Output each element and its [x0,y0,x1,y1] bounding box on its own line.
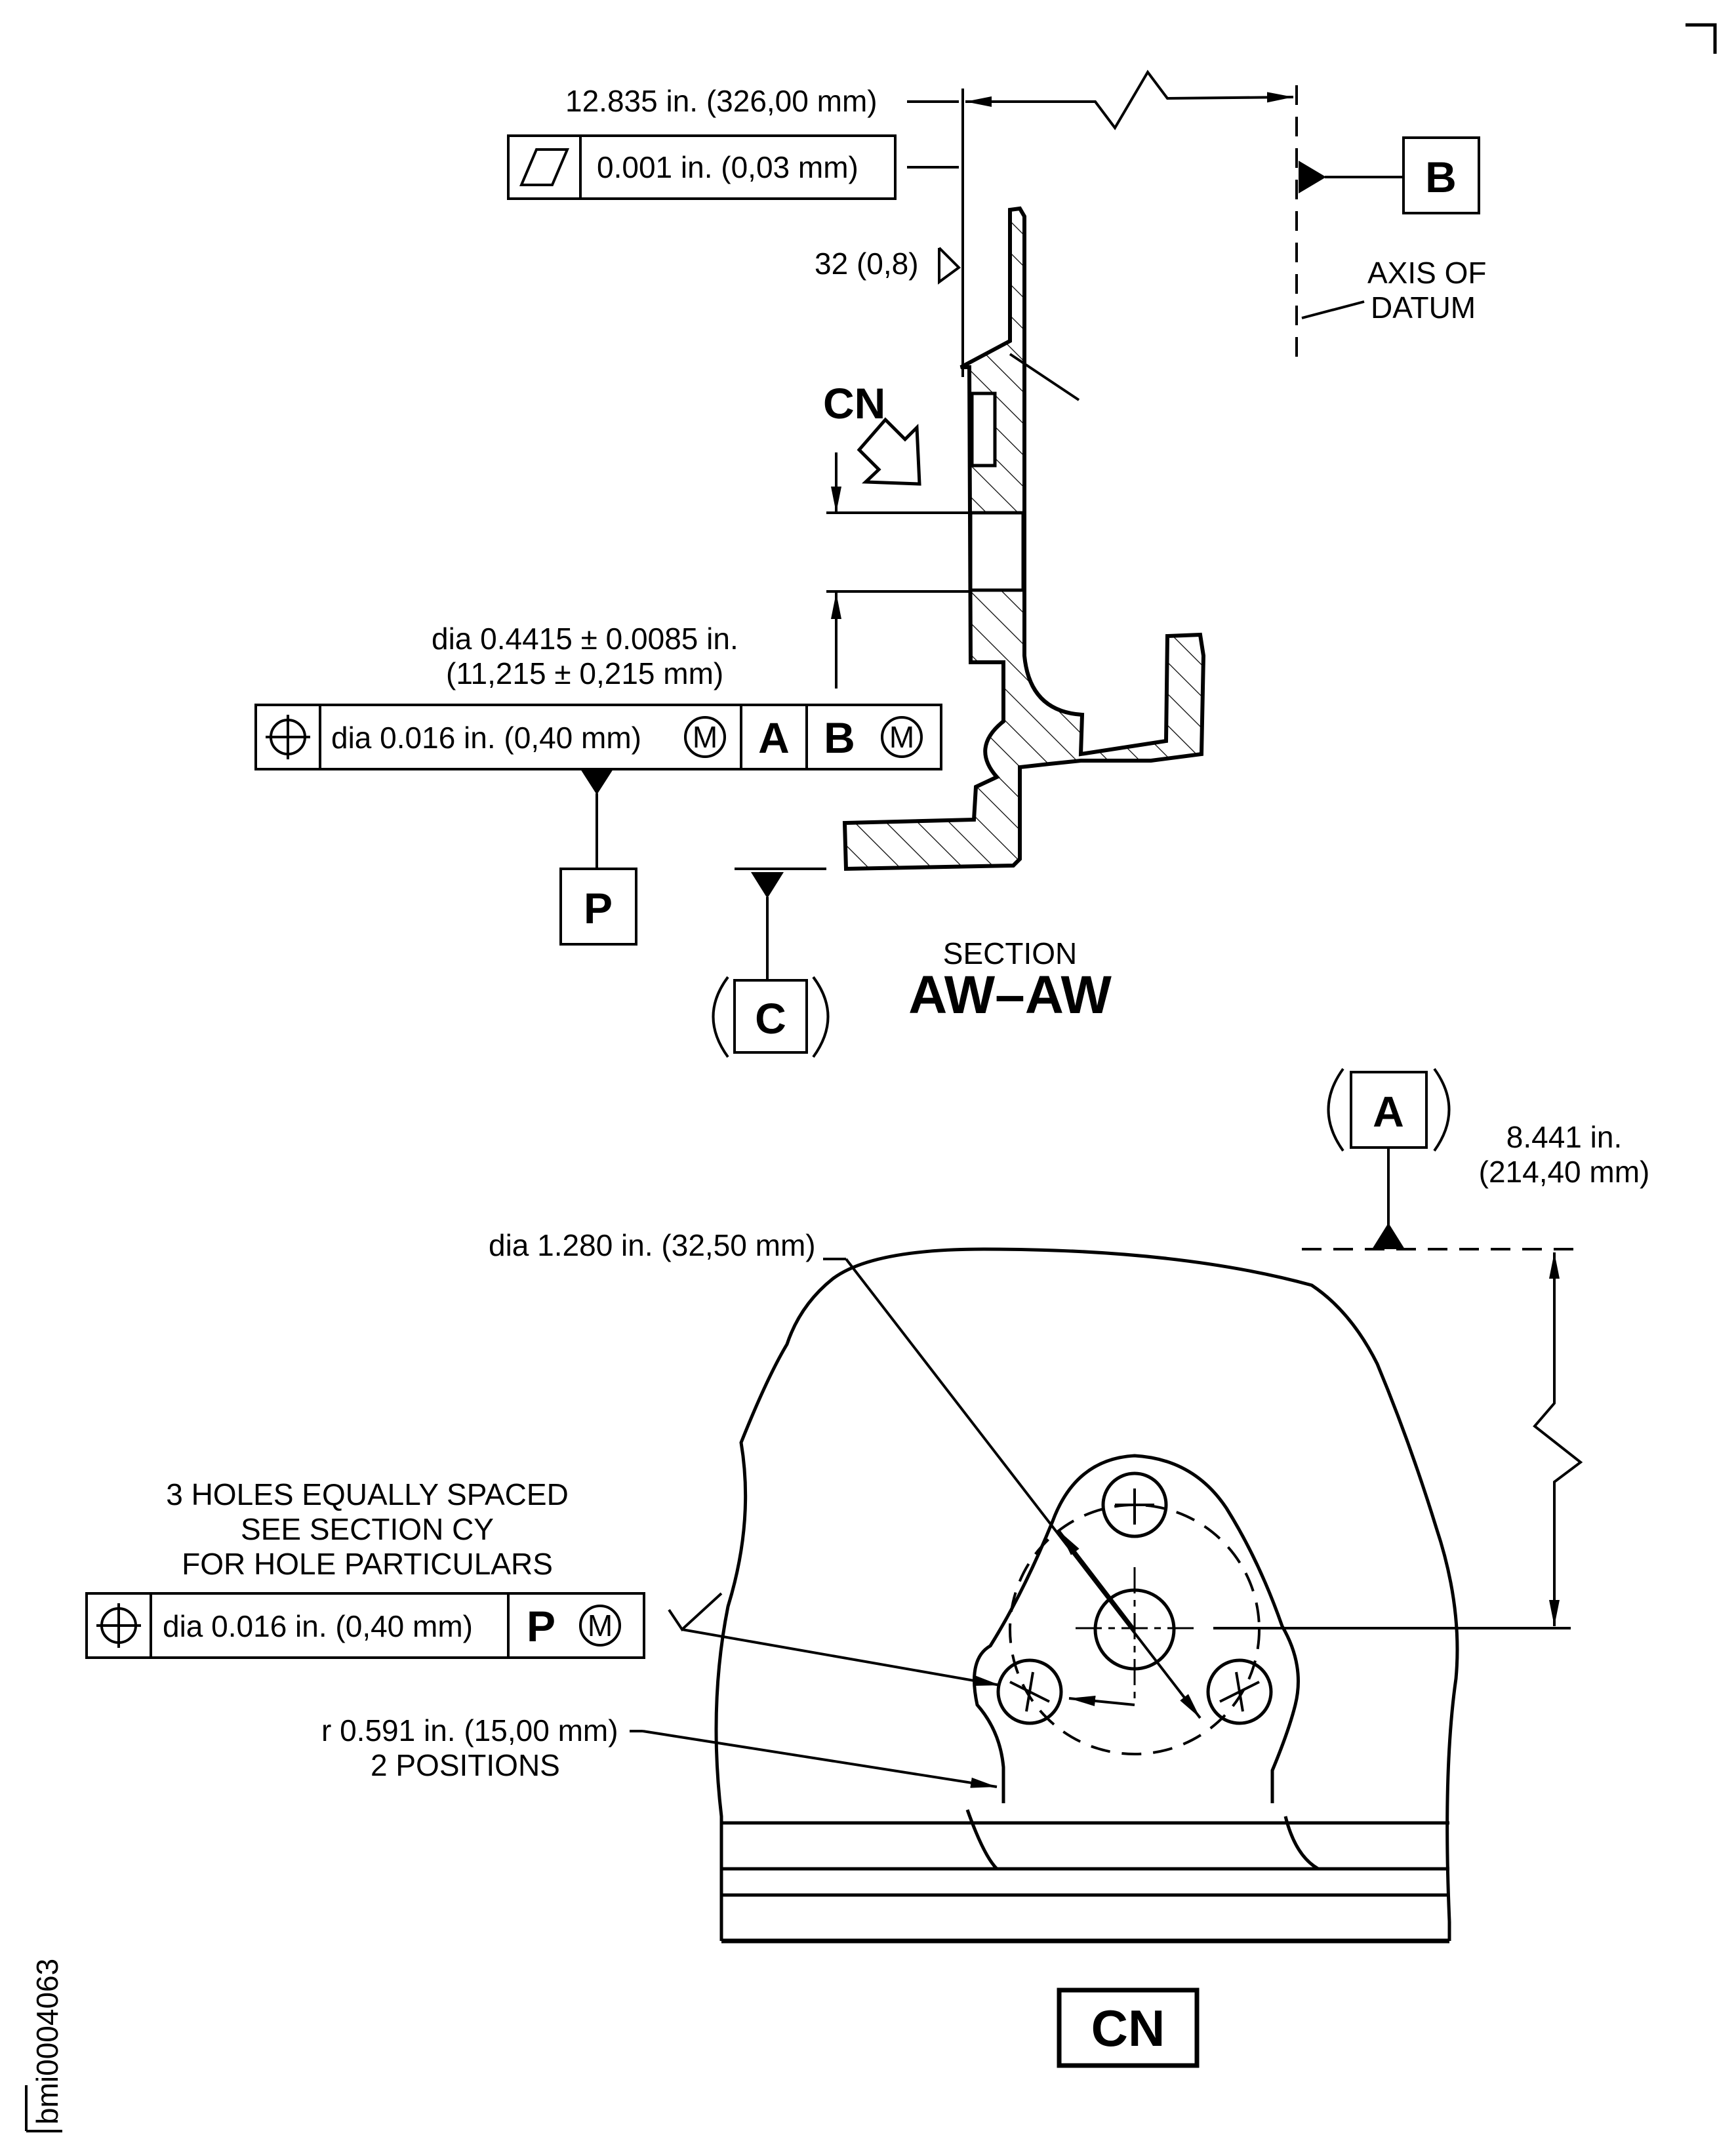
radius-line1: r 0.591 in. (15,00 mm) [321,1713,618,1748]
position-modifier-1: M [693,720,717,754]
section-name: AW–AW [908,965,1112,1025]
datum-c-letter: C [755,994,786,1043]
height-dim-line1: 8.441 in. [1506,1120,1622,1154]
section-label: SECTION [943,936,1077,970]
length-dimension-line [965,70,1294,130]
bore-dia-leader [845,1258,1201,1719]
surface-finish-label: 32 (0,8) [815,247,919,281]
view-arrow-icon [857,417,921,486]
position-symbol-icon-2 [96,1603,141,1648]
datum-c-box [733,979,808,1054]
datum-b-box [1402,136,1480,214]
flatness-value: 0.001 in. (0,03 mm) [597,150,858,184]
figure-id: bmi0004063 [30,1959,64,2125]
hole-top [1101,1471,1168,1538]
radius-leader [642,1730,998,1788]
holes-note-line2: SEE SECTION CY [241,1512,494,1546]
datum-a-paren-left [1327,1068,1344,1152]
position-datum-b: B [824,713,855,762]
datum-b-letter: B [1425,153,1457,201]
holes-note-line3: FOR HOLE PARTICULARS [182,1547,553,1581]
view-cn: A 8.441 in. (214,40 mm) [85,1068,1650,2068]
hole-position-frame [85,1592,645,1659]
bore-diameter-label: dia 1.280 in. (32,50 mm) [489,1228,816,1262]
counterbore-void [970,391,997,468]
datum-a-letter: A [1373,1087,1404,1136]
hole-right [1206,1658,1273,1725]
datum-p-box [559,868,637,946]
position-symbol-icon [266,715,310,759]
dimension-length-label: 12.835 in. (326,00 mm) [565,84,878,118]
position-datum-a: A [758,713,790,762]
position-tolerance: dia 0.016 in. (0,40 mm) [331,721,641,755]
flatness-symbol-icon [519,148,570,186]
height-dim-line2: (214,40 mm) [1479,1155,1650,1189]
axis-of-datum-line1: AXIS OF [1367,256,1486,290]
datum-c-triangle-icon [751,872,784,898]
corner-crop-mark [1686,23,1717,54]
holes-note-line1: 3 HOLES EQUALLY SPACED [166,1477,569,1511]
hole-leader-2 [1068,1696,1135,1706]
hole-void [969,511,1025,592]
flatness-frame [507,134,897,200]
triangular-boss [973,1454,1300,1803]
bore-dia-arrow-top [1058,1530,1136,1631]
radius-line2: 2 POSITIONS [371,1748,560,1782]
view-label-box [1057,1987,1200,2068]
datum-c-paren-left [712,976,729,1058]
hole-position-datum-p: P [527,1602,555,1650]
datum-a-paren-right [1433,1068,1451,1152]
datum-c-paren-right [812,976,830,1058]
hole-leader [681,1628,1001,1687]
height-dimension-line [1533,1252,1583,1626]
axis-of-datum-line2: DATUM [1371,290,1476,325]
hole-position-tolerance: dia 0.016 in. (0,40 mm) [163,1609,473,1643]
datum-p-triangle-icon [580,769,613,795]
datum-a-box [1350,1071,1428,1149]
hole-position-modifier: M [588,1608,613,1643]
bolt-circle [1009,1504,1261,1755]
datum-b-triangle-icon [1299,161,1326,193]
hole-diameter-line1: dia 0.4415 ± 0.0085 in. [432,622,738,656]
position-modifier-2: M [889,720,914,754]
datum-p-letter: P [584,884,613,932]
section-aw-aw: 12.835 in. (326,00 mm) 0.001 in. (0,03 m… [254,70,1486,1058]
datum-a-triangle-icon [1372,1223,1405,1249]
surface-finish-icon [938,247,961,285]
surface-finish-icon-2 [668,1592,723,1632]
view-label: CN [1091,1999,1165,2057]
hole-left [996,1658,1063,1725]
view-arrow-label: CN [823,379,885,428]
part-outline [714,1247,1459,1922]
hole-diameter-line2: (11,215 ± 0,215 mm) [446,656,723,690]
